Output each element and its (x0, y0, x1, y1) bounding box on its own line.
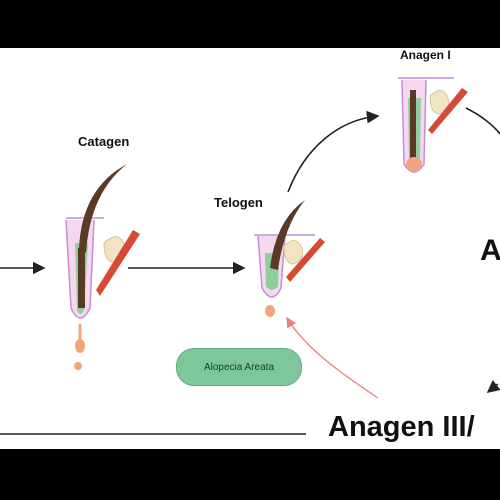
alopecia-areata-callout: Alopecia Areata (176, 348, 302, 386)
telogen-follicle-illustration (254, 200, 325, 317)
telogen-label: Telogen (214, 195, 263, 210)
anagen-1-follicle-illustration (398, 77, 468, 173)
arrow-alopecia-disruption (286, 316, 379, 399)
diagram-graphics (0, 77, 500, 435)
catagen-label: Catagen (78, 134, 130, 149)
catagen-follicle-illustration (65, 164, 140, 370)
bottom-letterbox-bar (0, 449, 500, 500)
arrow-anagen-3-partial (486, 380, 500, 393)
anagen-3-label-partial: Anagen III/ (328, 411, 475, 443)
hair-cycle-diagram: Catagen Telogen Anagen I A Anagen III/ A… (0, 48, 500, 449)
top-letterbox-bar (0, 0, 500, 48)
arrow-telogen-to-anagen-1 (287, 110, 380, 193)
anagen-1-label: Anagen I (400, 48, 451, 62)
arrow-anagen-2-partial (465, 107, 500, 135)
anagen-main-label-partial: A (480, 234, 500, 267)
